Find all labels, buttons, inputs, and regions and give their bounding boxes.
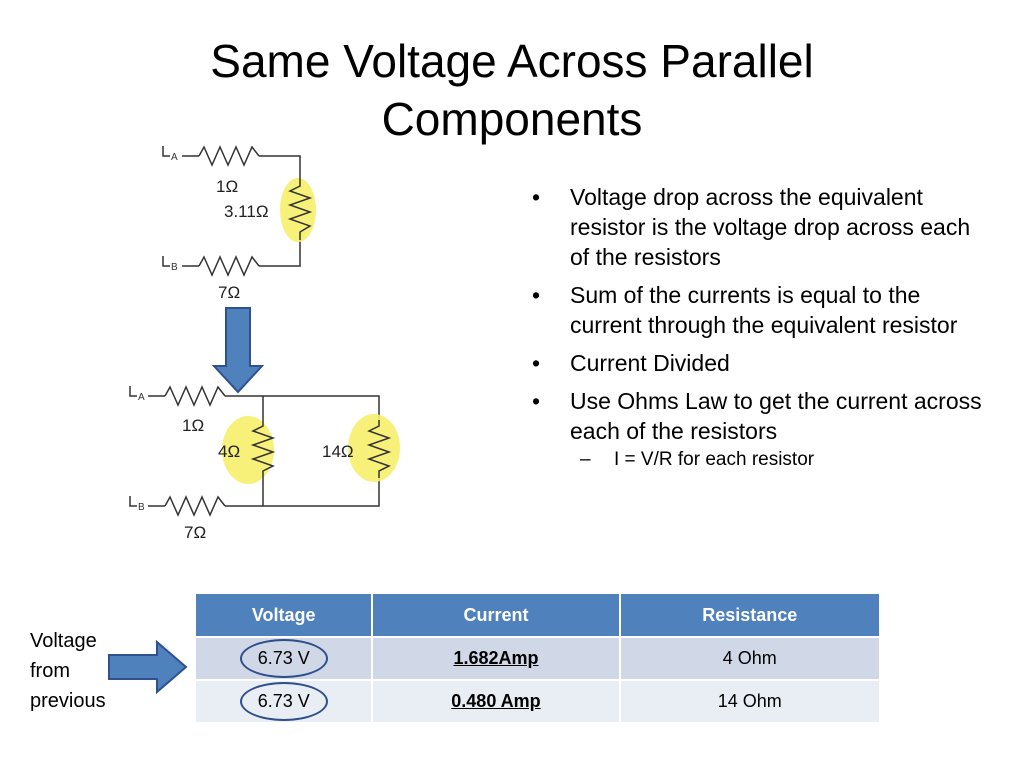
- bullet-text: Sum of the currents is equal to the curr…: [570, 282, 958, 338]
- cell-current: 1.682Amp: [372, 636, 621, 680]
- resistor-4ohm: [250, 420, 276, 478]
- cell-resistance: 4 Ohm: [619, 636, 879, 680]
- header-current: Current: [372, 594, 621, 637]
- bullet-item: •Voltage drop across the equivalent resi…: [532, 184, 971, 270]
- right-arrow: [108, 640, 188, 694]
- cell-voltage: 6.73 V: [196, 679, 374, 722]
- sub-bullet-item: –I = V/R for each resistor: [580, 449, 815, 470]
- bullet-item: •Current Divided: [532, 350, 730, 376]
- cell-resistance: 14 Ohm: [619, 679, 879, 722]
- header-voltage: Voltage: [196, 594, 374, 637]
- top-circuit: [162, 145, 301, 277]
- header-resistance: Resistance: [619, 594, 879, 637]
- resistor-14ohm: [366, 420, 392, 478]
- terminal-b-top: B: [171, 262, 178, 273]
- bullet-text: Current Divided: [570, 350, 730, 376]
- sub-bullet-list: –I = V/R for each resistor: [570, 448, 982, 472]
- terminal-a-bottom: A: [138, 392, 145, 403]
- label-r-top-1-b: 1Ω: [182, 416, 204, 435]
- terminal-b-bottom: B: [138, 502, 145, 513]
- side-label: Voltage from previous: [30, 630, 106, 712]
- bullet-text: Use Ohms Law to get the current across e…: [570, 388, 982, 444]
- bullet-list: •Voltage drop across the equivalent resi…: [532, 182, 982, 480]
- table-row: 6.73 V 0.480 Amp 14 Ohm: [196, 679, 879, 722]
- label-r-equiv: 3.11Ω: [224, 202, 269, 221]
- label-r-bottom-7: 7Ω: [218, 283, 240, 302]
- highlight-14ohm: [348, 414, 400, 482]
- bottom-circuit: [129, 385, 380, 517]
- highlight-equiv: [280, 178, 316, 242]
- results-table: Voltage Current Resistance 6.73 V 1.682A…: [196, 594, 879, 722]
- bullet-item: •Sum of the currents is equal to the cur…: [532, 282, 958, 338]
- terminal-a-top: A: [171, 152, 178, 163]
- voltage-circle: [239, 639, 328, 678]
- current-value: 0.480 Amp: [451, 691, 541, 711]
- highlight-4ohm: [222, 416, 274, 484]
- cell-voltage: 6.73 V: [196, 636, 374, 680]
- current-value: 1.682Amp: [453, 648, 539, 668]
- voltage-circle: [239, 682, 328, 721]
- bullet-item: •Use Ohms Law to get the current across …: [532, 388, 982, 472]
- resistor-equiv: [287, 178, 313, 240]
- label-r-4ohm: 4Ω: [218, 442, 240, 461]
- bullet-text: Voltage drop across the equivalent resis…: [570, 184, 971, 270]
- label-r-top-1: 1Ω: [216, 177, 238, 196]
- down-arrow: [211, 307, 265, 394]
- table-row: 6.73 V 1.682Amp 4 Ohm: [196, 636, 879, 680]
- cell-current: 0.480 Amp: [372, 679, 621, 722]
- slide-title: Same Voltage Across Parallel Components: [210, 35, 814, 145]
- table-header-row: Voltage Current Resistance: [196, 594, 879, 637]
- label-r-14ohm: 14Ω: [322, 442, 354, 461]
- sub-bullet-text: I = V/R for each resistor: [614, 449, 815, 470]
- label-r-bottom-7-b: 7Ω: [184, 523, 206, 542]
